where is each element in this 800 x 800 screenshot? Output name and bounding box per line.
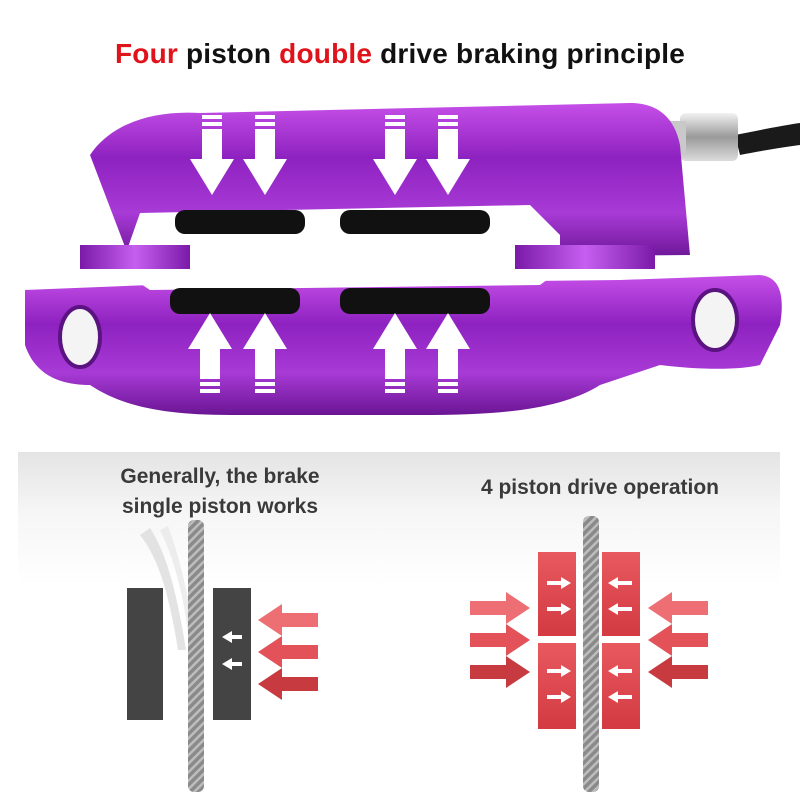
push-arrows-bottom	[188, 313, 470, 393]
hose-fitting	[680, 113, 738, 161]
single-piston-caption-line1: Generally, the brake	[120, 465, 320, 488]
pad-upper-left	[175, 210, 305, 234]
single-piston-caption-line2: single piston works	[121, 495, 319, 518]
caliper-photo	[25, 103, 800, 415]
page-title: Four piston double drive braking princip…	[0, 38, 800, 70]
title-double: double	[279, 38, 373, 69]
title-piston: piston	[185, 38, 272, 69]
title-drive-braking-principle: drive braking principle	[380, 38, 686, 69]
pad-upper-right	[340, 210, 490, 234]
mount-hole-right	[691, 288, 739, 352]
four-piston-caption: 4 piston drive operation	[480, 476, 720, 499]
push-arrows-top	[190, 115, 470, 195]
single-piston-caption: Generally, the brake single piston works	[60, 462, 380, 522]
pad-lower-left	[170, 288, 300, 314]
mount-hole-left	[58, 305, 102, 369]
brake-hose	[735, 123, 800, 155]
title-four: Four	[114, 38, 178, 69]
pad-lower-right	[340, 288, 490, 314]
